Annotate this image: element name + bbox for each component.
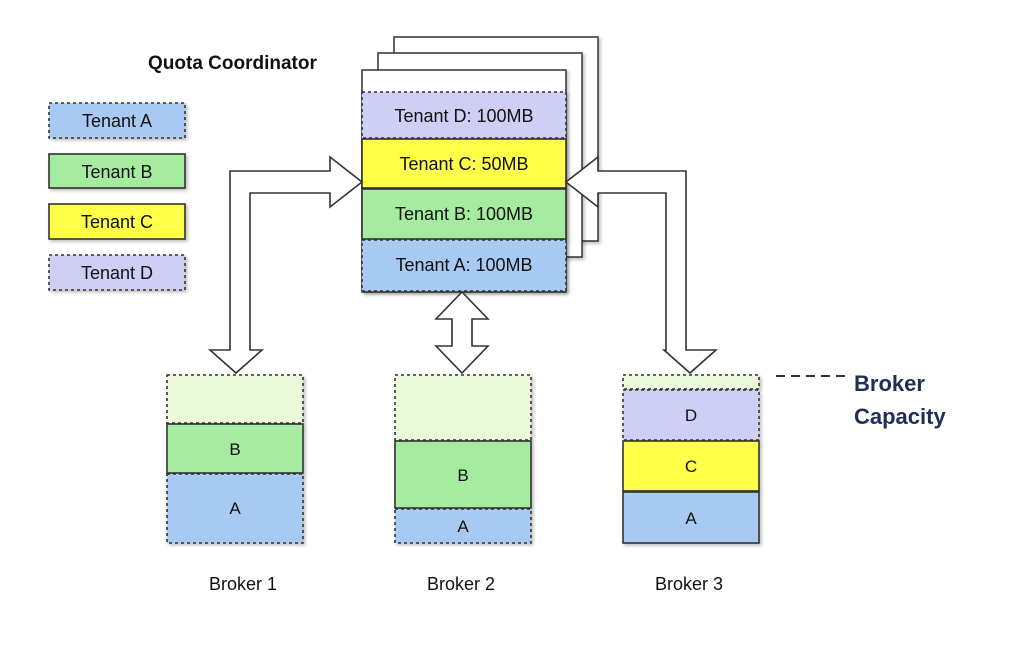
arrow-coordinator-broker2 bbox=[434, 290, 490, 375]
broker2-segment-b bbox=[394, 440, 532, 509]
broker2-segment-a bbox=[394, 508, 532, 544]
quota-row-tenant-a bbox=[361, 239, 567, 292]
quota-row-tenant-d bbox=[361, 91, 567, 139]
capacity-label-line2: Capacity bbox=[854, 404, 946, 429]
broker-3: D C A Broker 3 bbox=[622, 374, 760, 594]
quota-label-tenant-c: Tenant C: 50MB bbox=[399, 154, 528, 174]
legend-swatch-tenant-a bbox=[48, 102, 186, 139]
broker1-segment-a-label: A bbox=[229, 499, 241, 518]
coordinator-title: Quota Coordinator bbox=[148, 53, 317, 74]
legend-label-tenant-a: Tenant A bbox=[82, 111, 152, 131]
broker2-free-capacity bbox=[394, 374, 532, 441]
broker3-segment-a-label: A bbox=[685, 509, 697, 528]
legend-swatch-tenant-d bbox=[48, 254, 186, 291]
broker-1: B A Broker 1 bbox=[166, 374, 304, 594]
arrow-coordinator-broker1 bbox=[207, 155, 364, 375]
broker1-segment-b-label: B bbox=[229, 440, 240, 459]
broker2-name: Broker 2 bbox=[427, 574, 495, 594]
broker1-name: Broker 1 bbox=[209, 574, 277, 594]
broker3-segment-d bbox=[622, 389, 760, 441]
broker1-free-capacity bbox=[166, 374, 304, 424]
broker3-segment-d-label: D bbox=[685, 406, 697, 425]
quota-row-tenant-b bbox=[361, 188, 567, 240]
quota-label-tenant-a: Tenant A: 100MB bbox=[395, 255, 532, 275]
quota-label-tenant-d: Tenant D: 100MB bbox=[394, 106, 533, 126]
broker-coordinator-arrows bbox=[207, 155, 719, 375]
capacity-label-line1: Broker bbox=[854, 371, 925, 396]
legend-label-tenant-d: Tenant D bbox=[81, 263, 153, 283]
quota-label-tenant-b: Tenant B: 100MB bbox=[395, 204, 533, 224]
legend-label-tenant-c: Tenant C bbox=[81, 212, 153, 232]
broker-2: B A Broker 2 bbox=[394, 374, 532, 594]
broker3-segment-a bbox=[622, 491, 760, 544]
broker1-segment-a bbox=[166, 473, 304, 544]
broker3-segment-c bbox=[622, 440, 760, 492]
coordinator-quota-list: Tenant D: 100MB Tenant C: 50MB Tenant B:… bbox=[361, 91, 567, 292]
broker3-free-capacity bbox=[622, 374, 760, 390]
tenant-legend: Tenant A Tenant B Tenant C Tenant D bbox=[48, 102, 186, 291]
broker2-segment-a-label: A bbox=[457, 517, 469, 536]
legend-swatch-tenant-b bbox=[48, 153, 186, 189]
legend-label-tenant-b: Tenant B bbox=[81, 162, 152, 182]
broker3-name: Broker 3 bbox=[655, 574, 723, 594]
quota-row-tenant-c bbox=[361, 138, 567, 189]
broker3-segment-c-label: C bbox=[685, 457, 697, 476]
arrow-coordinator-broker3 bbox=[564, 155, 719, 375]
broker1-segment-b bbox=[166, 423, 304, 474]
broker2-segment-b-label: B bbox=[457, 466, 468, 485]
legend-swatch-tenant-c bbox=[48, 203, 186, 240]
broker-capacity-annotation: Broker Capacity bbox=[776, 371, 946, 429]
